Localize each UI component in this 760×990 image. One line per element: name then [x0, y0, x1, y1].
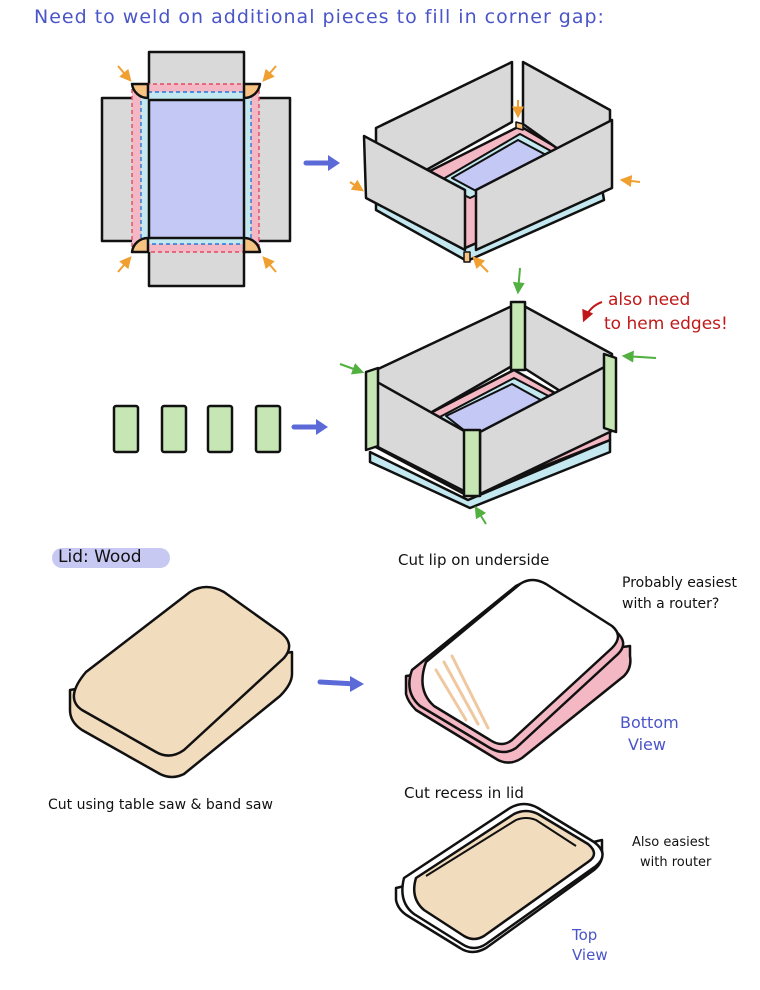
- bottom-view-label-1: Bottom: [620, 713, 679, 732]
- top-view-label-2: View: [572, 946, 608, 964]
- weld-strip-left: [364, 366, 380, 452]
- cut-lip-label: Cut lip on underside: [398, 551, 550, 569]
- cut-recess-label: Cut recess in lid: [404, 784, 524, 802]
- lid-label: Lid: Wood: [58, 547, 142, 567]
- arrow-right-icon: [291, 419, 328, 435]
- hem-note-line-1: also need: [608, 290, 691, 310]
- weld-strips: [112, 404, 282, 454]
- lid-bottom-view: [404, 578, 632, 764]
- router-note-line-1: Probably easiest: [622, 575, 737, 591]
- weld-strip-2: [160, 404, 188, 454]
- weld-strip-1: [112, 404, 140, 454]
- curved-arrow-icon: [582, 301, 603, 323]
- lid-blank: [68, 585, 294, 779]
- welded-box: [364, 300, 618, 510]
- lid-label-highlight: [52, 548, 170, 568]
- corner-arrow-icon: [117, 65, 277, 273]
- router-note-line-2: with a router?: [622, 596, 720, 612]
- corner-piece-bl: [130, 236, 150, 254]
- router-note2-line-1: Also easiest: [632, 835, 710, 850]
- weld-strip-4: [254, 404, 282, 454]
- router-note2-line-2: with router: [640, 855, 712, 870]
- folded-box-gaps: [362, 60, 614, 263]
- flat-base: [147, 98, 246, 240]
- hem-note-line-2: to hem edges!: [604, 314, 728, 334]
- top-view-label-1: Top: [572, 926, 598, 944]
- front-wall-right: [474, 118, 614, 252]
- lid-top-view: [394, 802, 604, 954]
- weld-strip-right: [602, 352, 618, 434]
- page-heading: Need to weld on additional pieces to fil…: [34, 6, 605, 28]
- arrow-right-icon: [303, 155, 340, 171]
- corner-piece-tl: [130, 82, 150, 100]
- front-wall-left: [362, 134, 467, 252]
- weld-strip-back: [509, 300, 527, 372]
- corner-piece-br: [242, 236, 262, 254]
- bottom-view-label-2: View: [628, 735, 666, 754]
- corner-piece-tr: [242, 82, 262, 100]
- weld-strip-3: [206, 404, 234, 454]
- weld-strip-front: [462, 428, 482, 498]
- flat-pattern: [100, 50, 292, 288]
- arrow-right-icon: [317, 676, 364, 692]
- cut-saw-label: Cut using table saw & band saw: [48, 797, 273, 813]
